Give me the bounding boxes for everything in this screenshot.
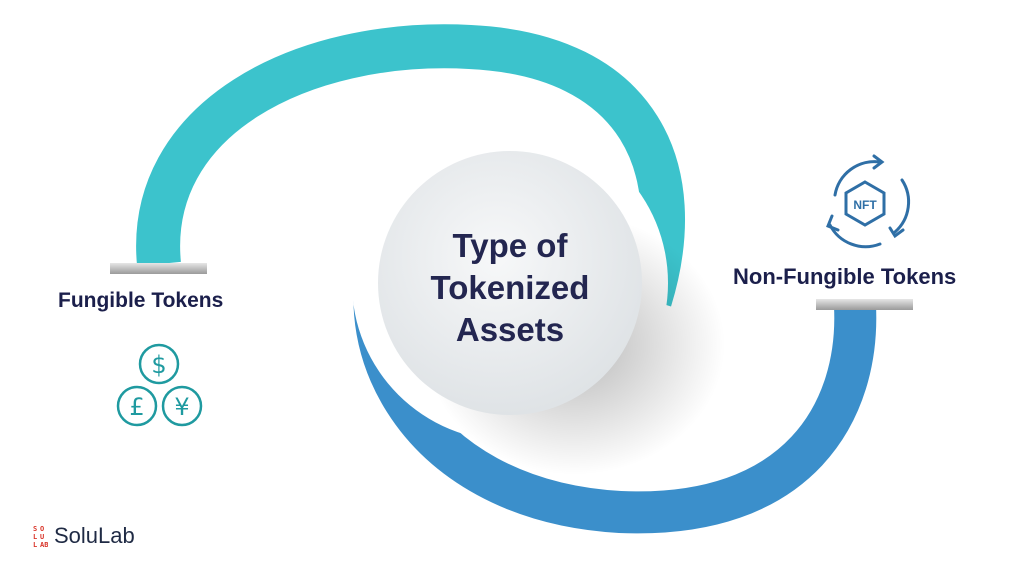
center-title-line: Type of [452,227,568,264]
nft-cycle-icon: NFT [826,154,910,249]
svg-text:NFT: NFT [853,198,877,212]
center-title: Type of Tokenized Assets [392,225,628,351]
svg-text:U: U [40,533,44,541]
svg-text:L: L [33,541,37,548]
solulab-logo-text: SoluLab [54,523,135,548]
non-fungible-tokens-label: Non-Fungible Tokens [733,264,957,289]
left-arc-cap [110,263,207,274]
center-title-line: Tokenized [430,269,590,306]
right-arc-cap [816,299,913,310]
svg-text:¥: ¥ [174,393,189,421]
svg-text:S: S [33,525,37,533]
solulab-logo: S O L U L AB SoluLab [30,523,135,549]
svg-text:AB: AB [40,541,48,548]
svg-text:$: $ [151,351,166,379]
fungible-tokens-label: Fungible Tokens [58,289,224,312]
teal-arc [136,24,685,307]
svg-text:O: O [40,525,44,533]
solulab-logo-icon: S O L U L AB [30,524,48,548]
currency-coins-icon: $ £ ¥ [116,343,203,427]
center-disc [378,151,642,415]
svg-text:£: £ [129,393,144,421]
center-title-line: Assets [455,311,565,348]
svg-text:L: L [33,533,37,541]
